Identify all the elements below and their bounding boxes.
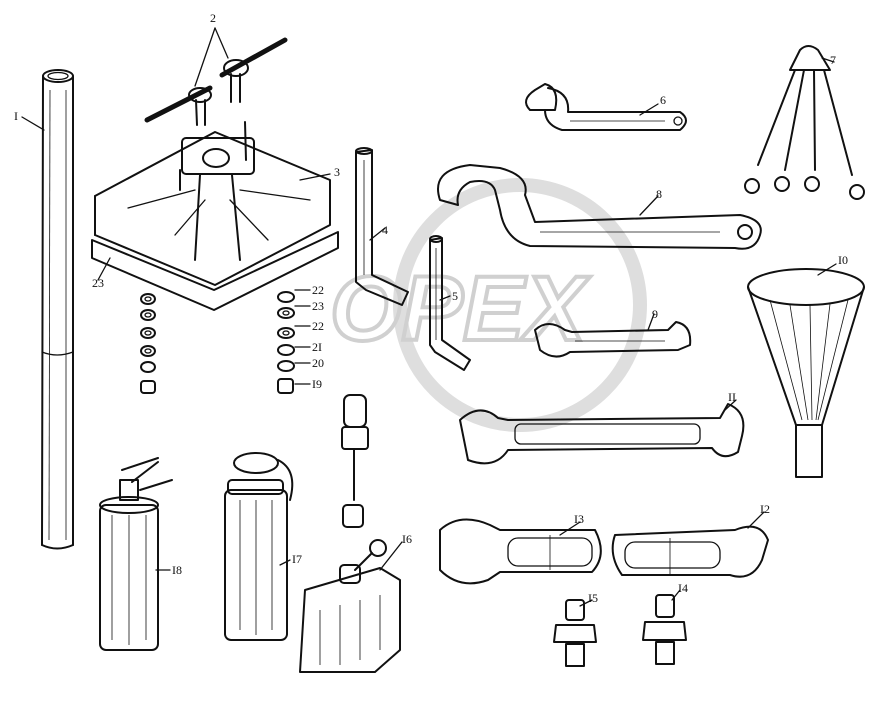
callout-5: 5 [452, 289, 458, 303]
tool-1-pipe [41, 69, 74, 550]
callout-9: 9 [652, 307, 658, 321]
callout-15: I5 [588, 591, 598, 605]
callout-16: I6 [402, 532, 412, 546]
tool-6-hook-spanner [525, 83, 687, 131]
tool-5-l-key [429, 235, 471, 371]
callout-17: I7 [292, 552, 302, 566]
callout-2: 2 [210, 11, 216, 25]
watermark-text: OPEX [330, 258, 590, 360]
tool-9-open-wrench [534, 321, 692, 358]
callout-20: 20 [312, 356, 324, 370]
tool-3-stand [91, 121, 339, 311]
callout-18: I8 [172, 563, 182, 577]
callout-11: II [728, 390, 736, 404]
tool-13-wrench [439, 518, 602, 585]
callout-10: I0 [838, 253, 848, 267]
callout-labels: I 2 3 4 5 6 7 8 9 I0 II I2 I3 I4 I5 I6 I… [14, 11, 848, 605]
callout-12: I2 [760, 502, 770, 516]
callout-22-a: 22 [312, 283, 324, 297]
tool-14-nipple [642, 594, 687, 665]
tool-7-sling [744, 45, 865, 200]
callout-8: 8 [656, 187, 662, 201]
callout-23-b: 23 [312, 299, 324, 313]
leader-lines [21, 57, 837, 607]
washer-stack-right [277, 291, 295, 394]
tool-15-nipple [553, 599, 597, 667]
tool-2-t-handles [144, 27, 288, 126]
callout-1: I [14, 109, 18, 123]
callout-21: 2I [312, 340, 322, 354]
tool-11-double-wrench [459, 403, 745, 465]
tool-4-l-key [355, 147, 409, 306]
callout-19: I9 [312, 377, 322, 391]
tool-10-funnel [747, 268, 865, 478]
tool-8-hook-spanner [437, 164, 762, 250]
callout-13: I3 [574, 512, 584, 526]
watermark: OPEX [328, 178, 647, 432]
callout-7: 7 [830, 53, 836, 67]
callout-6: 6 [660, 93, 666, 107]
tool-18-extinguisher [99, 457, 173, 651]
callout-3: 3 [334, 165, 340, 179]
callout-22-b: 22 [312, 319, 324, 333]
tool-16-oil-can [299, 539, 401, 673]
washer-leaders [294, 289, 311, 385]
tool-17-grease-gun [224, 452, 294, 641]
callout-14: I4 [678, 581, 688, 595]
callout-4: 4 [382, 223, 388, 237]
washer-stack-left [140, 293, 156, 394]
tool-12-wrench [611, 525, 769, 578]
tool-probe [341, 394, 369, 528]
callout-23-a: 23 [92, 276, 104, 290]
